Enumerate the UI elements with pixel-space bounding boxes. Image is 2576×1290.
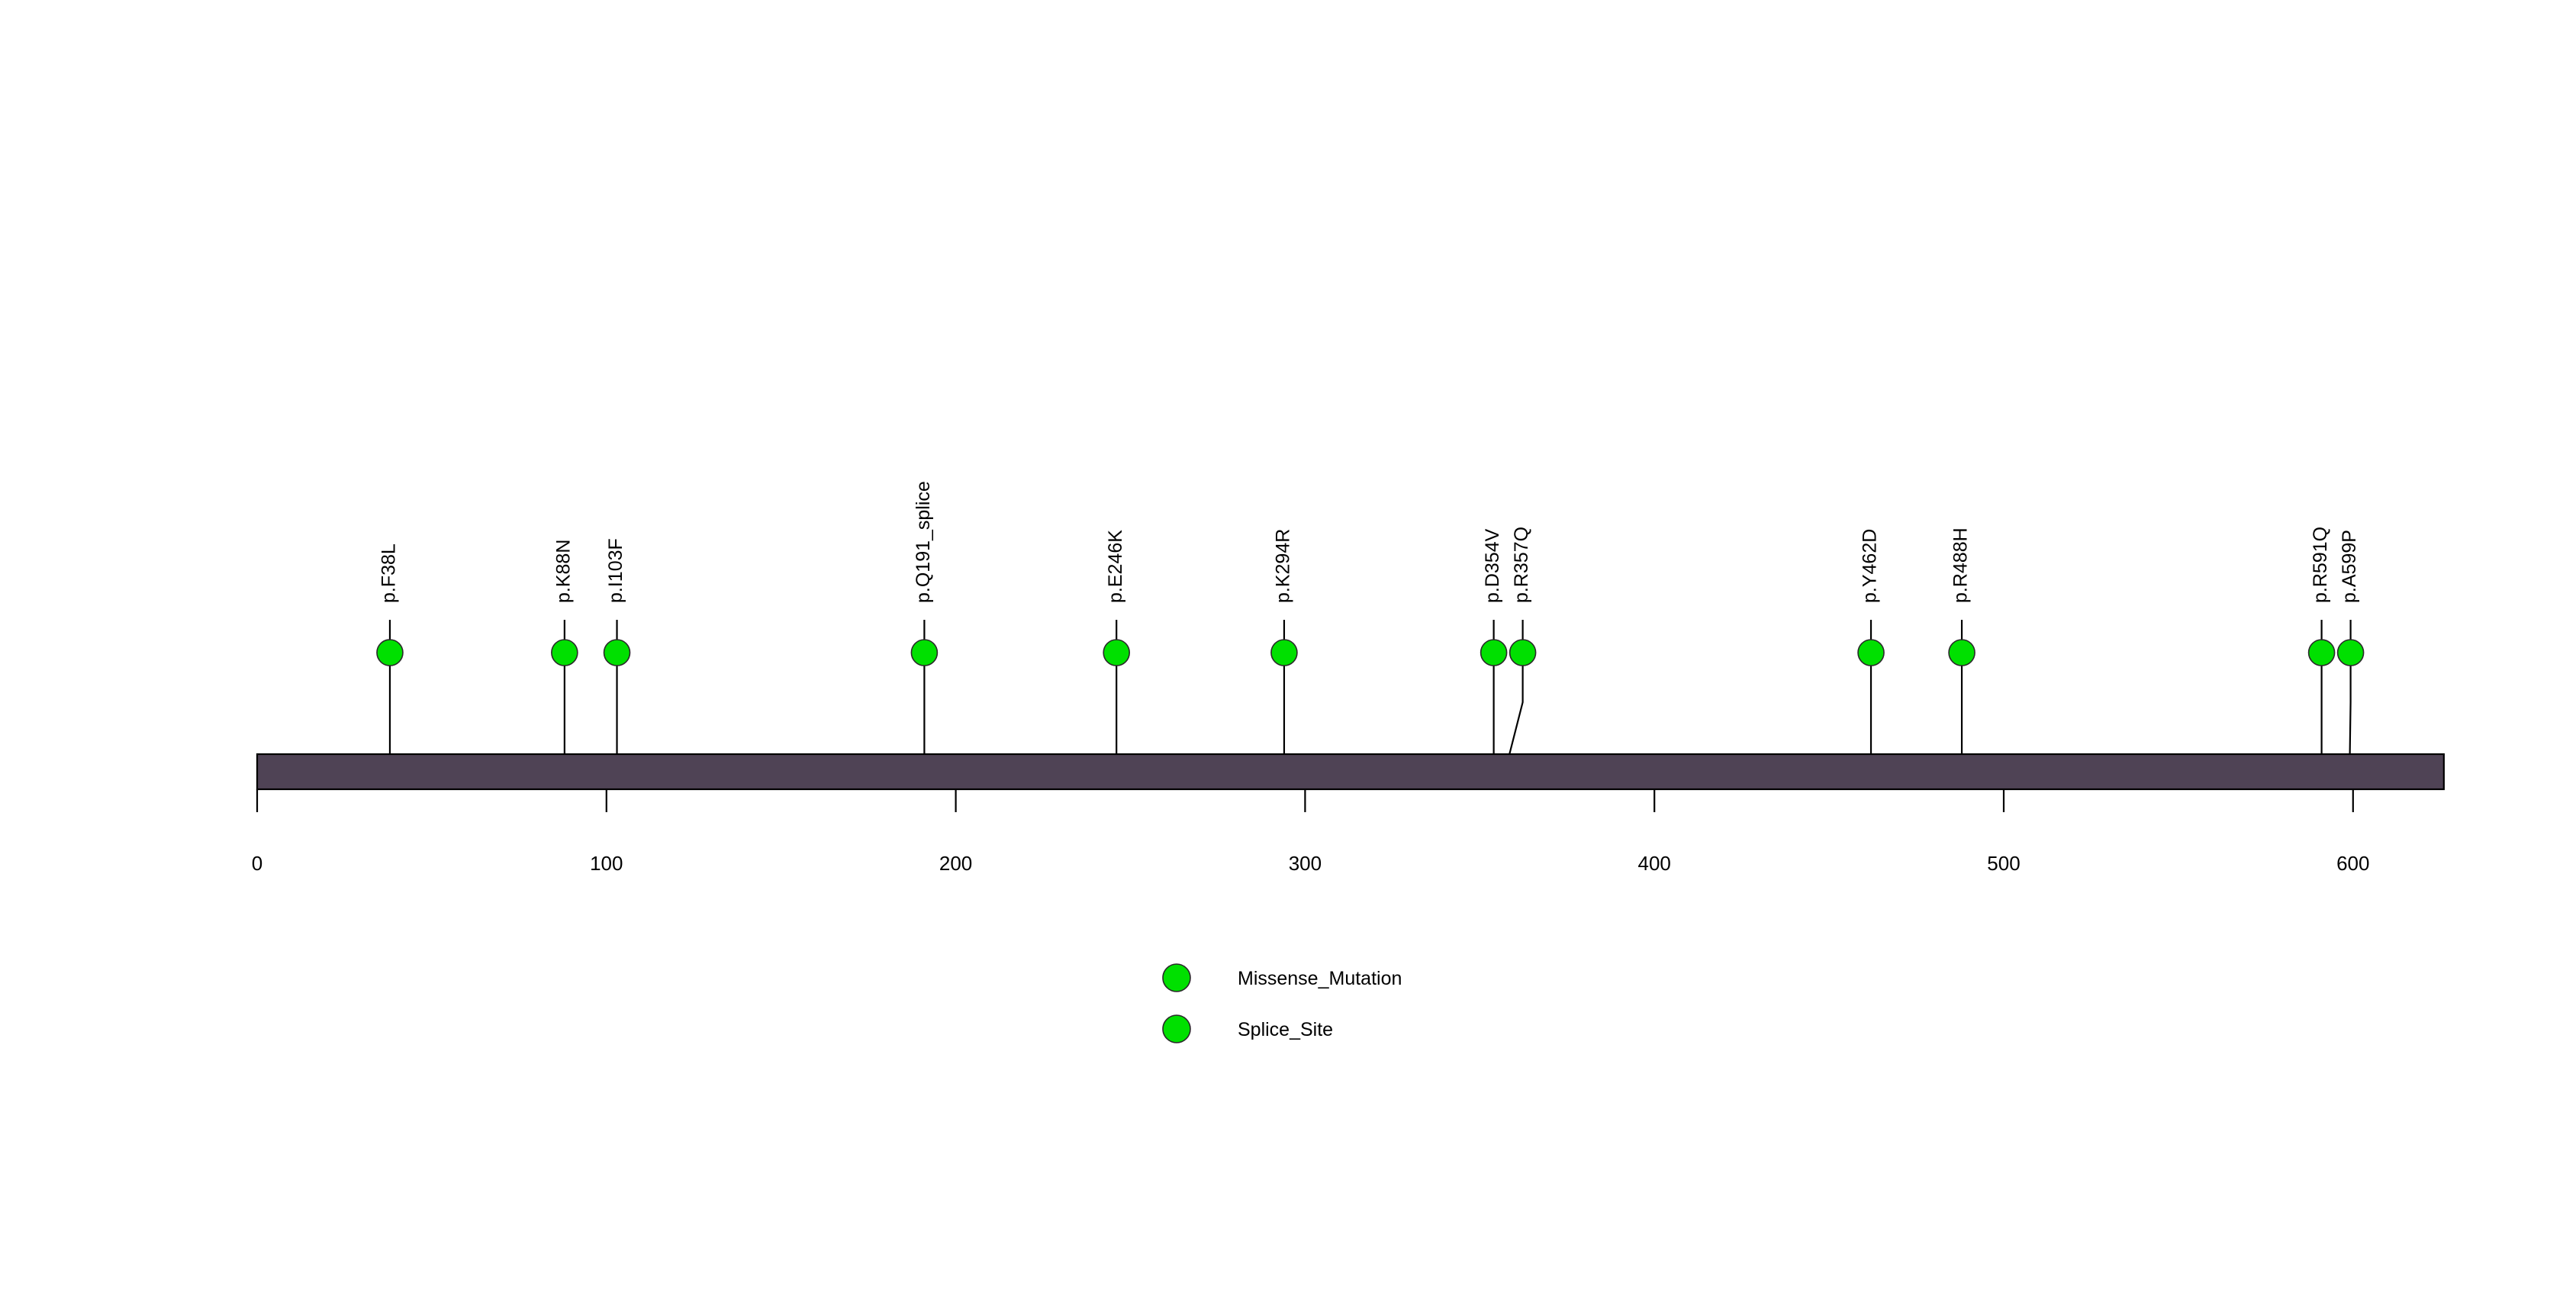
mutation-label: p.F38L <box>378 543 400 603</box>
lollipop-head[interactable] <box>2307 639 2336 666</box>
legend-label-2: Splice_Site <box>1238 1019 1333 1040</box>
axis-tick-label: 500 <box>1987 852 2020 875</box>
legend-label-1: Missense_Mutation <box>1238 968 1402 989</box>
lollipop-head[interactable] <box>910 639 939 666</box>
mutation-label: p.Q191_splice <box>913 481 934 603</box>
lollipop-heads-layer <box>376 639 2365 666</box>
lollipop-head[interactable] <box>603 639 631 666</box>
axis-tick-label: 300 <box>1289 852 1322 875</box>
lollipop-head[interactable] <box>1948 639 1975 666</box>
lollipop-head[interactable] <box>1509 639 1537 666</box>
lollipop-head[interactable] <box>2336 639 2365 666</box>
axis-tick-label: 100 <box>590 852 623 875</box>
axis-tick-label: 600 <box>2336 852 2369 875</box>
mutation-label: p.Y462D <box>1860 529 1881 603</box>
legend-swatch-1[interactable] <box>1162 963 1191 992</box>
axis-tick-label: 200 <box>939 852 972 875</box>
legend-swatch-2[interactable] <box>1162 1014 1191 1043</box>
mutation-label: p.A599P <box>2339 530 2360 603</box>
lollipop-head[interactable] <box>1480 639 1508 666</box>
mutation-label: p.K88N <box>552 540 574 603</box>
position-axis-layer: 0 100 200 300 400 500 600 <box>252 789 2369 875</box>
mutation-label: p.K294R <box>1273 529 1294 603</box>
mutation-label: p.I103F <box>605 538 626 603</box>
mutation-label: p.R591Q <box>2310 527 2331 603</box>
lollipop-head[interactable] <box>551 639 578 666</box>
protein-backbone-bar <box>256 753 2445 791</box>
axis-tick-label: 400 <box>1638 852 1671 875</box>
lollipop-head[interactable] <box>1857 639 1885 666</box>
lollipop-head[interactable] <box>376 639 404 666</box>
lollipop-head[interactable] <box>1270 639 1298 666</box>
mutation-label: p.R357Q <box>1511 527 1532 603</box>
axis-tick-label: 0 <box>252 852 262 875</box>
mutation-labels-layer: p.F38L p.K88N p.I103F p.Q191_splice p.E246K p… <box>378 481 2361 603</box>
mutation-label: p.R488H <box>1950 527 1972 603</box>
lollipop-head[interactable] <box>1103 639 1130 666</box>
mutation-label: p.D354V <box>1482 528 1503 603</box>
mutation-label: p.E246K <box>1105 530 1126 603</box>
